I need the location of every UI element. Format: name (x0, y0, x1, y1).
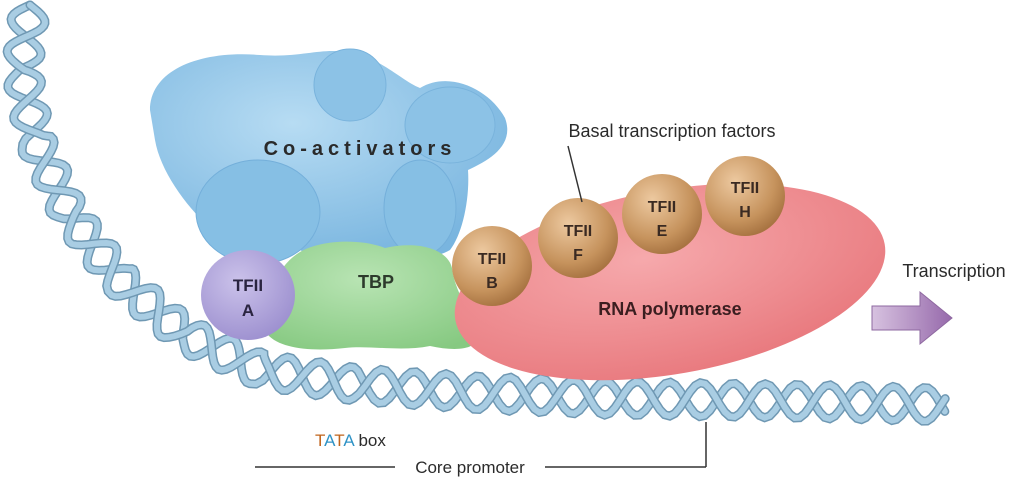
tfiih-label-line2: H (739, 204, 751, 221)
tfiie-label-line2: E (657, 223, 668, 240)
basal-factors-pointer (567, 145, 583, 203)
rna-polymerase-label: RNA polymerase (598, 299, 741, 319)
tfiih-label-line1: TFII (731, 180, 759, 197)
tfiib-label-line2: B (486, 275, 498, 292)
coactivators-label: Co-activators (264, 138, 457, 160)
coactivator-bump-right (404, 86, 496, 164)
tfiie-ball (622, 174, 702, 254)
coactivator-bump-lower-left (195, 159, 321, 265)
core-promoter-bracket (255, 422, 707, 468)
dna-double-helix (2, 0, 950, 426)
tfiif-label-line1: TFII (564, 223, 592, 240)
tfiia-shape (201, 250, 295, 340)
tata-letter-t1: T (315, 431, 325, 450)
tata-letter-t2: T (334, 431, 344, 450)
tfiif-ball (538, 198, 618, 278)
transcription-label: Transcription (902, 261, 1005, 281)
core-promoter-label: Core promoter (415, 458, 525, 477)
tfiif-label-line2: F (573, 247, 583, 264)
coactivators-complex (150, 48, 508, 265)
dna-strand-2 (4, 2, 949, 425)
dna-strand-1 (5, 2, 948, 424)
basal-factors-label: Basal transcription factors (568, 121, 775, 141)
tbp-shape (266, 241, 479, 350)
transcription-arrow-icon (871, 290, 953, 346)
tata-box-label: TATA box (315, 431, 386, 450)
tfiia-label-line1: TFII (233, 276, 263, 295)
tata-letter-a1: A (324, 431, 336, 450)
coactivator-bump-lower-right (383, 159, 457, 257)
tata-letter-a2: A (343, 431, 355, 450)
tfiih-ball (705, 156, 785, 236)
tfiib-label-line1: TFII (478, 251, 506, 268)
tata-box-word: box (354, 431, 387, 450)
coactivator-bump-top (313, 48, 387, 122)
tfiib-ball (452, 226, 532, 306)
tfiia-label-line2: A (242, 301, 254, 320)
tfiie-label-line1: TFII (648, 199, 676, 216)
tbp-label: TBP (358, 272, 394, 292)
